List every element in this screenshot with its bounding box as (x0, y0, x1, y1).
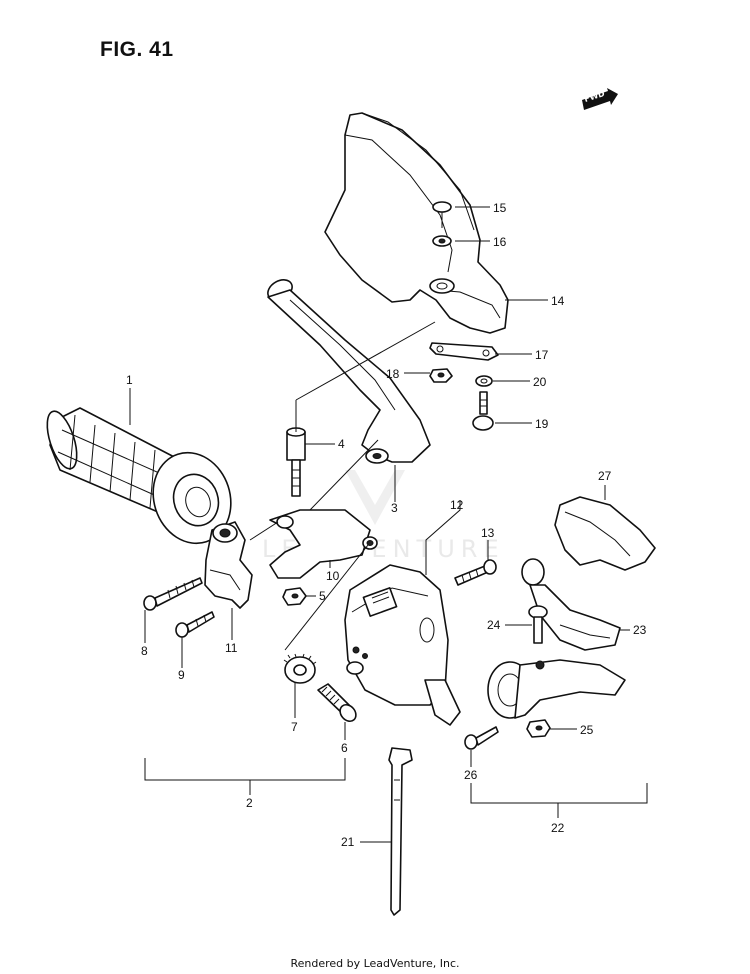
pin-24 (528, 605, 548, 644)
callout-4: 4 (338, 437, 345, 451)
washer-16 (432, 235, 452, 247)
clutch-lever (267, 279, 431, 464)
adjuster-nut-7 (283, 653, 317, 684)
adjuster-bolt-6 (317, 683, 357, 723)
callout-26: 26 (464, 768, 478, 782)
callout-14: 14 (551, 294, 565, 308)
callout-19: 19 (535, 417, 549, 431)
callout-6: 6 (341, 741, 348, 755)
nut-25 (526, 719, 551, 738)
plate-17 (429, 342, 499, 361)
screw-15 (432, 201, 452, 228)
washer-20 (475, 375, 493, 387)
lever-holder (487, 659, 626, 719)
callout-3: 3 (391, 501, 398, 515)
switch-assembly (344, 564, 461, 726)
screw-26 (464, 726, 499, 750)
lever-perch-11 (204, 521, 253, 609)
callout-7: 7 (291, 720, 298, 734)
bolt-19 (472, 391, 494, 431)
screw-8 (143, 577, 203, 611)
callout-12: 12 (450, 498, 464, 512)
callout-17: 17 (535, 348, 549, 362)
callout-24: 24 (487, 618, 501, 632)
lever-23 (521, 558, 621, 651)
fwd-arrow-icon (582, 88, 618, 110)
callout-23: 23 (633, 623, 647, 637)
callout-27: 27 (598, 469, 612, 483)
cable-tie-21 (388, 747, 413, 916)
callout-1: 1 (126, 373, 133, 387)
callout-9: 9 (178, 668, 185, 682)
screw-9 (175, 611, 215, 638)
pivot-bolt-4 (286, 427, 306, 497)
handlebar-grip (46, 407, 232, 545)
callout-8: 8 (141, 644, 148, 658)
callout-25: 25 (580, 723, 594, 737)
callout-15: 15 (493, 201, 507, 215)
cover-27 (554, 496, 656, 571)
bolt-13 (454, 559, 497, 586)
figure-title: FIG. 41 (100, 38, 174, 61)
callout-18: 18 (386, 367, 400, 381)
callout-labels: 1 2 3 4 5 6 7 8 9 10 11 12 13 14 15 16 1… (126, 201, 647, 849)
leader-lines (129, 206, 648, 843)
hand-guard (324, 112, 509, 334)
nut-5 (282, 587, 307, 606)
callout-11: 11 (225, 641, 238, 655)
callout-22: 22 (551, 821, 565, 835)
callout-2: 2 (246, 796, 253, 810)
callout-10: 10 (326, 569, 340, 583)
nut-18 (429, 368, 453, 383)
callout-21: 21 (341, 835, 355, 849)
callout-5: 5 (319, 589, 326, 603)
callout-13: 13 (481, 526, 495, 540)
callout-16: 16 (493, 235, 507, 249)
render-credit: Rendered by LeadVenture, Inc. (290, 957, 460, 970)
callout-20: 20 (533, 375, 547, 389)
bracket-10 (269, 509, 378, 579)
